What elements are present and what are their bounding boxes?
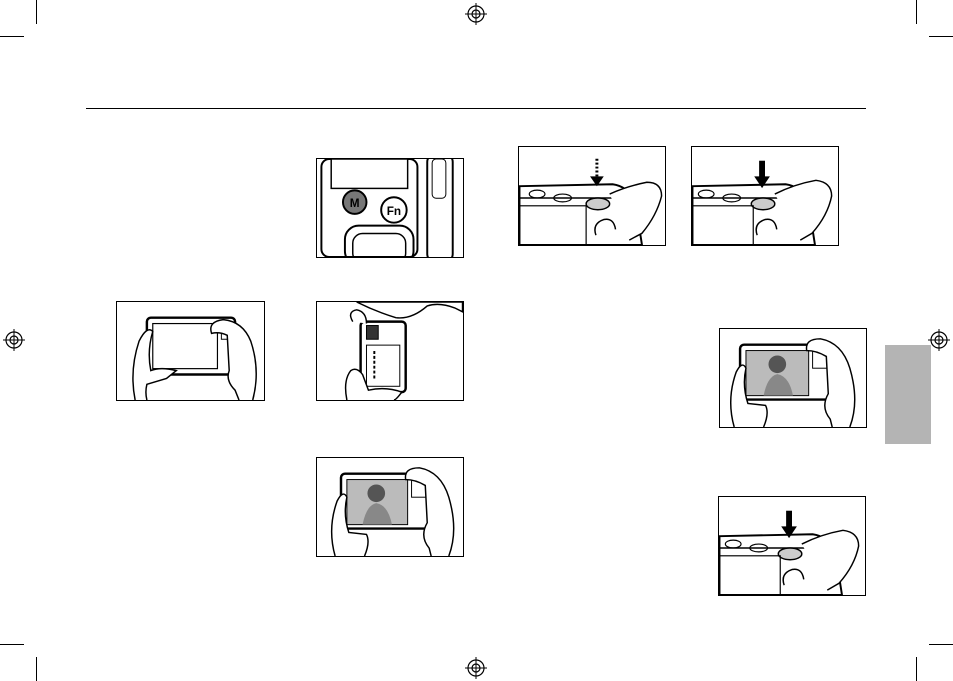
crop-mark-icon bbox=[0, 36, 24, 37]
registration-mark-icon bbox=[3, 329, 25, 351]
crop-mark-icon bbox=[916, 0, 917, 24]
registration-mark-icon bbox=[465, 657, 487, 679]
crop-mark-icon bbox=[929, 644, 953, 645]
figure-fn-button-closeup: M Fn bbox=[316, 158, 464, 258]
figure-holding-camera-vertical bbox=[316, 301, 464, 401]
figure-shutter-press-final bbox=[718, 496, 866, 596]
figure-shutter-half-press bbox=[518, 146, 666, 246]
header-rule bbox=[86, 108, 866, 109]
crop-mark-icon bbox=[36, 657, 37, 681]
crop-mark-icon bbox=[929, 36, 953, 37]
registration-mark-icon bbox=[928, 329, 950, 351]
figure-holding-camera-horizontal bbox=[116, 301, 265, 401]
m-button-label: M bbox=[350, 197, 360, 210]
crop-mark-icon bbox=[916, 657, 917, 681]
chapter-side-tab bbox=[885, 345, 931, 444]
camera-back-illustration: M Fn bbox=[317, 159, 463, 257]
crop-mark-icon bbox=[0, 644, 24, 645]
figure-framing-portrait-horizontal-right bbox=[719, 328, 867, 428]
crop-mark-icon bbox=[36, 0, 37, 24]
figure-framing-portrait-horizontal bbox=[316, 457, 464, 557]
dotted-down-arrow-icon bbox=[590, 159, 604, 186]
figure-shutter-full-press bbox=[691, 146, 839, 246]
registration-mark-icon bbox=[465, 3, 487, 25]
fn-button-label: Fn bbox=[387, 205, 401, 218]
